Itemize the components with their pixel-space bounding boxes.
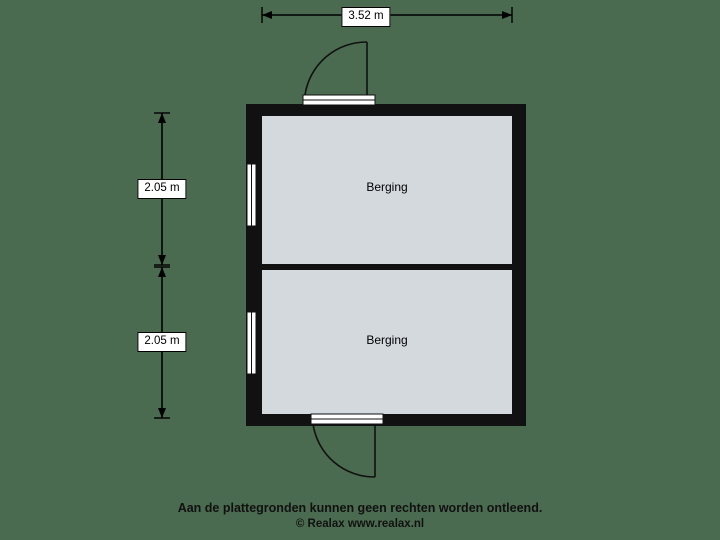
footer-copyright: © Realax www.realax.nl xyxy=(295,518,425,530)
room-label-upper: Berging xyxy=(366,180,408,194)
room-upper-fill xyxy=(262,116,512,264)
room-lower-fill xyxy=(262,270,512,414)
building-walls xyxy=(246,104,526,426)
dimension-label-left-lower: 2.05 m xyxy=(137,332,187,352)
door-bottom-icon xyxy=(310,413,384,478)
dimension-label-left-upper: 2.05 m xyxy=(137,179,187,199)
window-left-upper-icon xyxy=(246,163,257,227)
window-left-lower-icon xyxy=(246,311,257,375)
door-top-icon xyxy=(302,41,376,106)
room-label-lower: Berging xyxy=(366,333,408,347)
footer-disclaimer: Aan de plattegronden kunnen geen rechten… xyxy=(177,501,543,515)
dimension-label-top: 3.52 m xyxy=(341,7,391,27)
